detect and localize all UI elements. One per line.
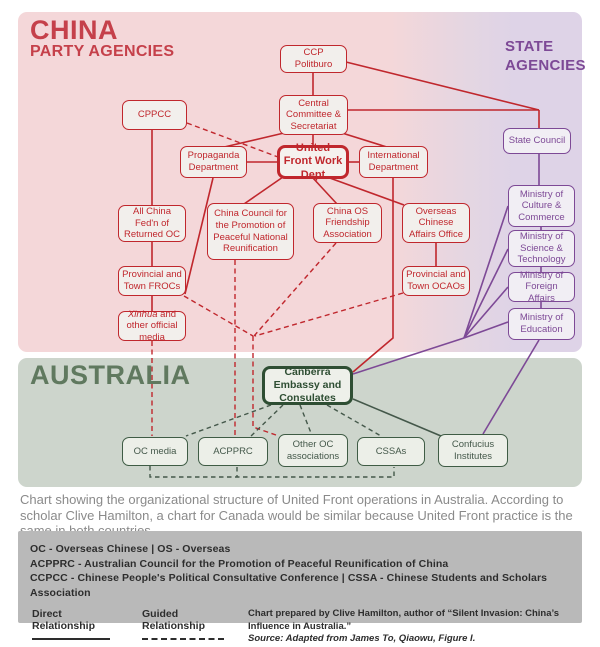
node-provincial-town-frocs: Provincial and Town FROCs — [118, 266, 186, 296]
node-label: Other OC associations — [286, 438, 340, 462]
xinhua-italic: Xinhua — [127, 308, 158, 320]
abbreviation-line-1: OC - Overseas Chinese | OS - Overseas — [30, 543, 231, 555]
direct-relationship-label: Direct Relationship — [32, 608, 96, 632]
guided-relationship-key: Guided Relationship — [142, 608, 232, 640]
node-label: ACPPRC — [213, 445, 253, 457]
party-agencies-subtitle: PARTY AGENCIES — [30, 43, 175, 60]
legend-key-row: Direct Relationship Guided Relationship … — [30, 608, 570, 644]
node-label: Ministry of Culture & Commerce — [518, 188, 565, 223]
node-label: Overseas Chinese Affairs Office — [408, 205, 464, 240]
abbreviation-line-3: CCPCC - Chinese People's Political Consu… — [30, 572, 548, 599]
state-title-line2: AGENCIES — [505, 57, 586, 74]
node-overseas-chinese-affairs-office: Overseas Chinese Affairs Office — [402, 203, 470, 243]
relationship-lines — [149, 61, 542, 478]
node-label: CSSAs — [375, 445, 407, 457]
node-label: China Council for the Promotion of Peace… — [213, 208, 288, 255]
node-label: CCP Politburo — [294, 47, 333, 70]
node-label: CPPCC — [137, 109, 172, 121]
node-label: United Front Work Dept — [283, 141, 343, 181]
node-ministry-culture-commerce: Ministry of Culture & Commerce — [508, 185, 575, 227]
australia-title: AUSTRALIA — [30, 360, 191, 390]
node-label: Ministry of Education — [519, 312, 564, 335]
node-china-council-reunification: China Council for the Promotion of Peace… — [207, 203, 294, 260]
node-oc-media: OC media — [122, 437, 188, 466]
node-other-oc-associations: Other OC associations — [278, 434, 348, 467]
node-label: Provincial and Town FROCs — [122, 269, 182, 292]
node-label: Propaganda Department — [187, 150, 240, 173]
solid-line-sample — [32, 638, 110, 640]
direct-relationship-key: Direct Relationship — [32, 608, 114, 640]
credit-line: Chart prepared by Clive Hamilton, author… — [248, 608, 560, 632]
xinhua-rest: and other official media — [126, 308, 178, 343]
node-cppcc: CPPCC — [122, 100, 187, 130]
node-label: China OS Friendship Association — [323, 205, 372, 240]
guided-relationship-label: Guided Relationship — [142, 608, 206, 632]
node-label: Ministry of Science & Technology — [517, 231, 566, 266]
node-united-front-work-dept: United Front Work Dept — [277, 141, 349, 181]
node-confucius-institutes: Confucius Institutes — [438, 434, 508, 467]
node-label: Canberra Embassy and Consulates — [273, 366, 342, 404]
chart-caption: Chart showing the organizational structu… — [20, 492, 573, 538]
node-canberra-embassy-consulates: Canberra Embassy and Consulates — [262, 366, 353, 405]
node-provincial-town-ocaos: Provincial and Town OCAOs — [402, 266, 470, 296]
node-label: Central Committee & Secretariat — [286, 97, 341, 132]
node-state-council: State Council — [503, 128, 571, 154]
node-ministry-science-technology: Ministry of Science & Technology — [508, 230, 575, 267]
node-label: Confucius Institutes — [451, 438, 495, 462]
state-agencies-title: STATE AGENCIES — [505, 37, 586, 75]
node-ccp-politburo: CCP Politburo — [280, 45, 347, 73]
node-international-department: International Department — [359, 146, 428, 178]
node-label: Ministry of Foreign Affairs — [519, 269, 564, 304]
node-label: Xinhua and other official media — [122, 309, 182, 344]
node-china-os-friendship-association: China OS Friendship Association — [313, 203, 382, 243]
node-cssas: CSSAs — [357, 437, 425, 466]
china-title: CHINA — [30, 15, 118, 45]
node-propaganda-department: Propaganda Department — [180, 146, 247, 178]
node-label: OC media — [133, 445, 177, 457]
state-title-line1: STATE — [505, 38, 554, 55]
node-all-china-fedn-returned-oc: All China Fed'n of Returned OC — [118, 205, 186, 242]
node-label: International Department — [367, 150, 420, 173]
legend-panel: OC - Overseas Chinese | OS - Overseas AC… — [18, 531, 582, 644]
credit-block: Chart prepared by Clive Hamilton, author… — [248, 608, 588, 646]
node-ministry-education: Ministry of Education — [508, 308, 575, 340]
dashed-line-sample — [142, 638, 224, 640]
node-ministry-foreign-affairs: Ministry of Foreign Affairs — [508, 269, 575, 304]
node-label: Provincial and Town OCAOs — [406, 269, 466, 292]
node-acpprc: ACPPRC — [198, 437, 268, 466]
node-xinhua-official-media: Xinhua and other official media — [118, 309, 186, 344]
abbreviation-line-2: ACPPRC - Australian Council for the Prom… — [30, 557, 449, 570]
node-central-committee: Central Committee & Secretariat — [279, 95, 348, 135]
node-label: All China Fed'n of Returned OC — [124, 206, 180, 241]
node-label: State Council — [508, 135, 566, 147]
source-line: Source: Adapted from James To, Qiaowu, F… — [248, 633, 476, 644]
